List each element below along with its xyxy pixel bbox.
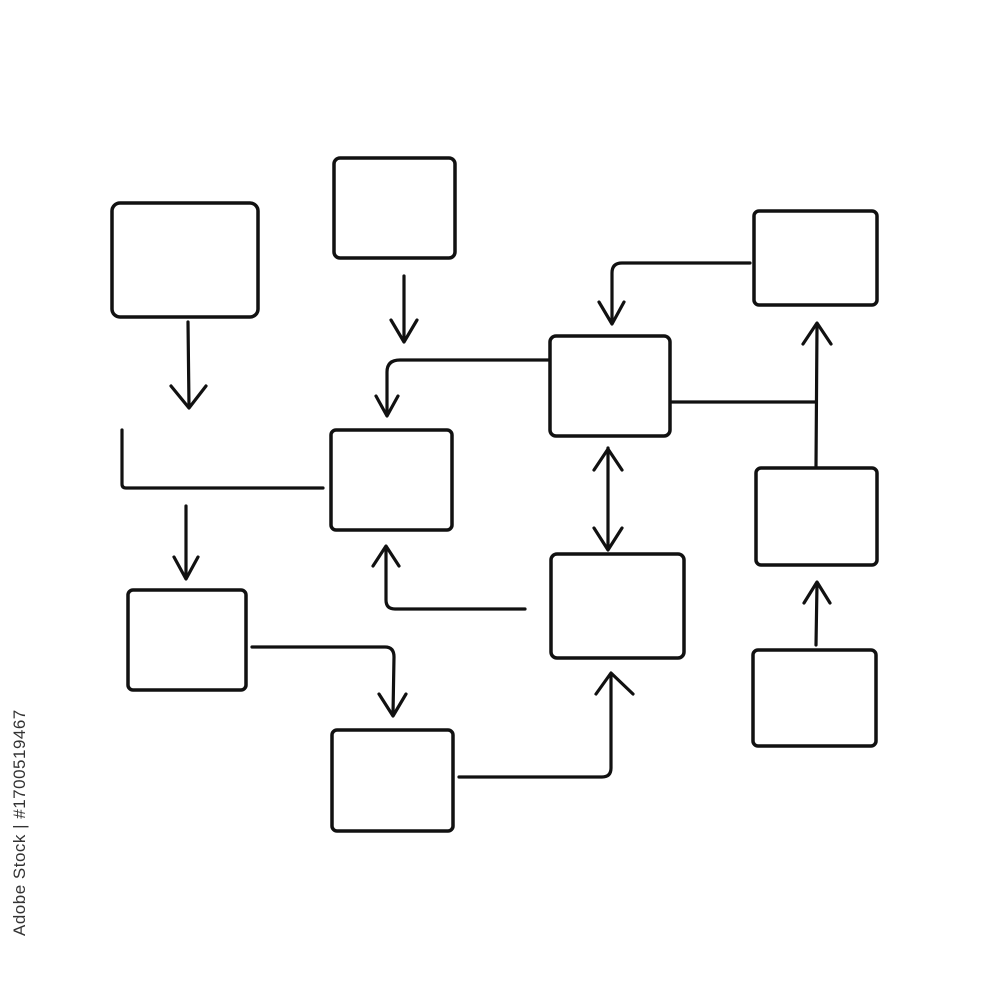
box-center-right [548, 334, 672, 438]
arrow-bottom-right-up [802, 580, 832, 647]
box-lower-center-right [549, 552, 686, 660]
arrow-center-right-to-center [374, 358, 550, 418]
arrow-left-down-to-lower-left [172, 504, 200, 581]
stock-credit-text: Adobe Stock | #1700519467 [10, 709, 29, 936]
arrow-bottom-center-to-lower-center-right [457, 671, 635, 779]
line-left-bracket [120, 428, 325, 490]
arrow-top-right-to-center-right [597, 261, 752, 326]
arrow-lower-left-to-bottom-center [250, 645, 408, 718]
box-right-middle [754, 466, 879, 567]
arrow-top-center-down [389, 274, 419, 344]
arrow-double-vertical [592, 446, 624, 552]
arrow-right-middle-up [801, 321, 833, 468]
arrow-lower-center-right-to-center [371, 544, 527, 611]
box-center [329, 428, 454, 532]
arrow-top-left-down [169, 320, 208, 410]
box-top-right [752, 209, 879, 307]
box-bottom-center [330, 728, 455, 833]
box-top-left [110, 201, 260, 319]
box-bottom-right [751, 648, 878, 748]
box-lower-left [126, 588, 248, 692]
box-top-center [332, 156, 457, 260]
